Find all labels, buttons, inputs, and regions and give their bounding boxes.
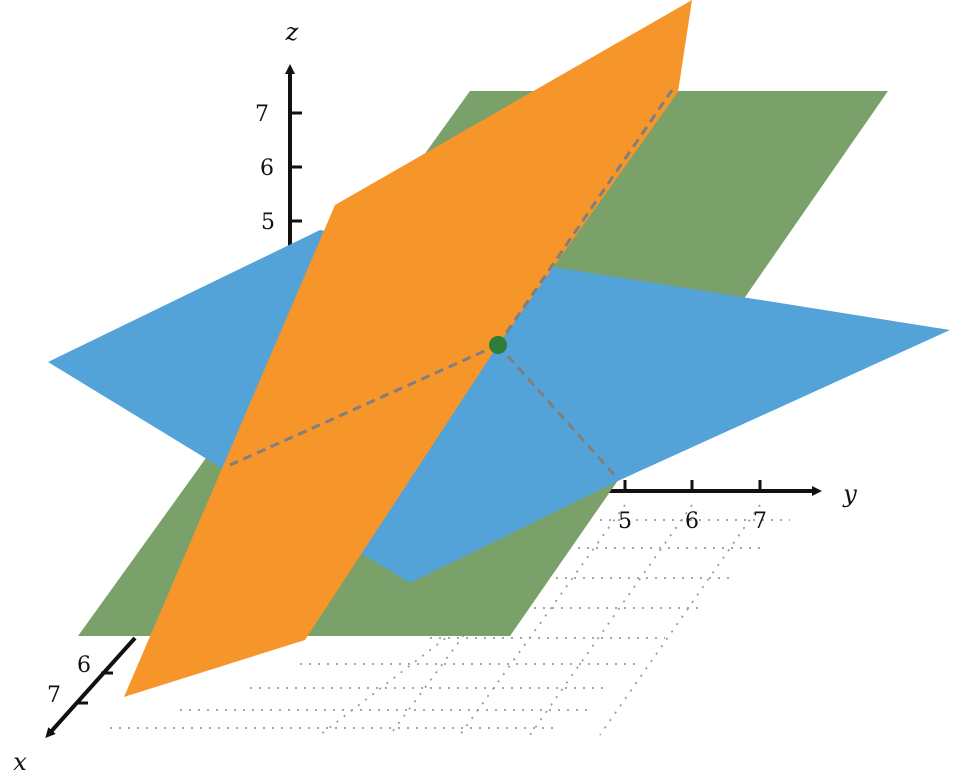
z-tick-label: 6 — [260, 156, 274, 181]
z-tick-label: 7 — [255, 102, 269, 127]
y-tick-labels: 5 6 7 — [618, 509, 767, 534]
x-tick-label: 7 — [47, 683, 61, 708]
y-axis — [600, 480, 822, 496]
y-tick-label: 7 — [753, 509, 767, 534]
x-axis-label: x — [13, 748, 27, 774]
y-axis-label: y — [842, 480, 857, 508]
z-axis — [285, 64, 302, 260]
z-axis-label: z — [285, 18, 299, 46]
z-tick-label: 5 — [261, 210, 275, 235]
x-tick-labels: 6 7 — [47, 653, 91, 708]
x-axis — [45, 636, 137, 738]
x-tick-label: 6 — [77, 653, 91, 678]
y-tick-label: 5 — [618, 509, 632, 534]
y-tick-label: 6 — [685, 509, 699, 534]
intersection-lines — [229, 89, 674, 480]
intersection-point — [489, 336, 507, 354]
orange-plane — [124, 0, 692, 697]
z-tick-labels: 7 6 5 — [255, 102, 275, 235]
